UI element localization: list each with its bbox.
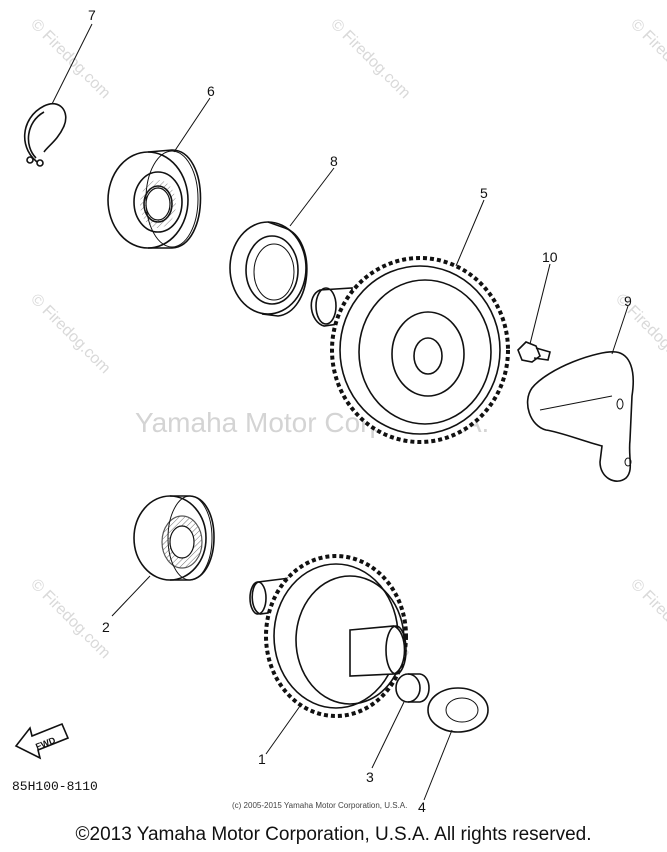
footer-copyright: ©2013 Yamaha Motor Corporation, U.S.A. A…	[75, 824, 592, 845]
part-code: 85H100-8110	[12, 779, 98, 794]
part-6-bearing	[107, 149, 202, 249]
callout-5: 5	[480, 185, 488, 201]
callout-10: 10	[542, 249, 558, 265]
callout-3: 3	[366, 769, 374, 785]
callout-8: 8	[330, 153, 338, 169]
part-4-washer	[427, 687, 489, 733]
watermark-site-2: © Firedog.com	[327, 16, 413, 102]
watermark-site-1: © Firedog.com	[27, 16, 113, 102]
part-9-bracket	[526, 351, 634, 482]
watermark-site-6: © Firedog.com	[27, 576, 113, 662]
part-7-circlip	[23, 102, 67, 167]
callout-6: 6	[207, 83, 215, 99]
callout-9: 9	[624, 293, 632, 309]
part-5-large-gear	[310, 256, 510, 444]
callout-1: 1	[258, 751, 266, 767]
part-3-spacer	[395, 673, 430, 703]
part-1-gear-shaft	[249, 554, 408, 718]
callout-7: 7	[88, 7, 96, 23]
part-2-bearing	[133, 495, 215, 581]
callout-numbers: 7 6 8 5 10 9 2 1 3 4	[88, 7, 632, 815]
leader-lines	[51, 23, 629, 801]
part-8-oil-seal	[229, 221, 308, 317]
small-copyright: (c) 2005-2015 Yamaha Motor Corporation, …	[232, 801, 407, 810]
watermark-site-4: © Firedog.com	[27, 291, 113, 377]
callout-2: 2	[102, 619, 110, 635]
watermark-site-3: © Firedog.com	[627, 16, 667, 102]
callout-4: 4	[418, 799, 426, 815]
fwd-arrow-icon: FWD	[14, 722, 70, 760]
watermark-site-8: © Firedog.com	[627, 576, 667, 662]
part-10-bolt	[517, 341, 551, 363]
